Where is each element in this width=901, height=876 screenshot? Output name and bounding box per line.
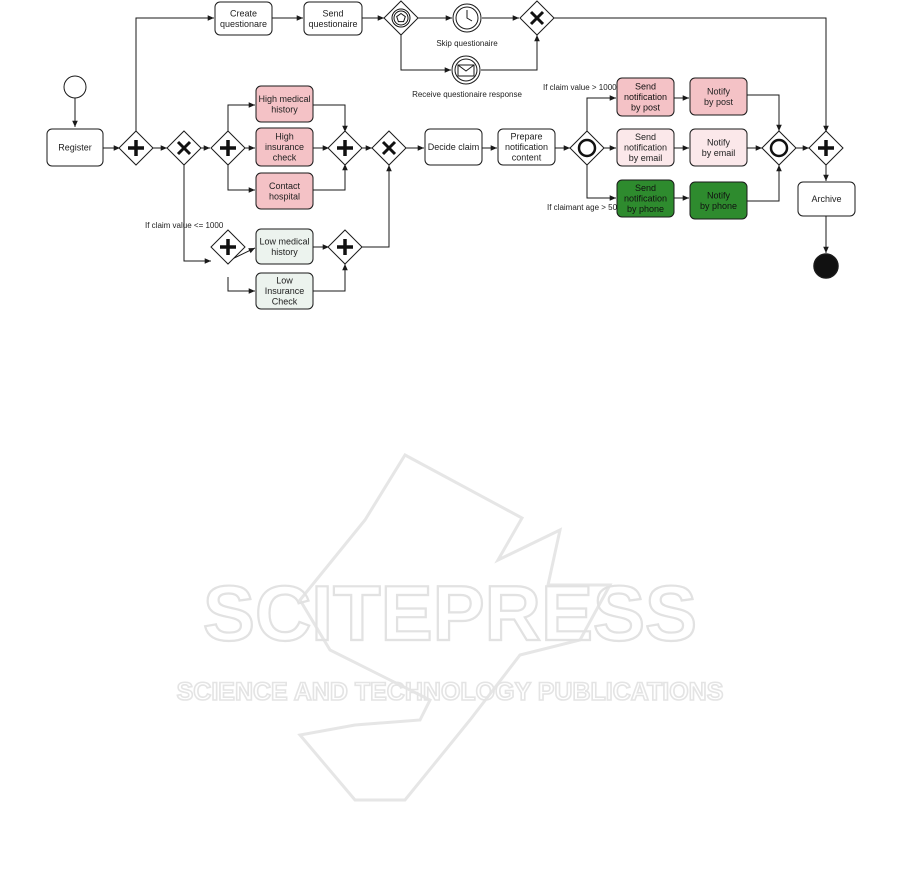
task-label: Low medical xyxy=(259,236,309,246)
task-label: by email xyxy=(629,153,663,163)
gateway-xor-merge xyxy=(371,130,407,166)
flow-low-insurance-join xyxy=(313,264,348,292)
message-event xyxy=(451,55,481,85)
label-claimant-age: If claimant age > 50 xyxy=(547,203,618,212)
task-label: insurance xyxy=(265,142,304,152)
tasks: CreatequestionareSendquestionaireRegiste… xyxy=(46,1,856,310)
task-label: by phone xyxy=(627,204,664,214)
gateway-xor-questionnaire-merge xyxy=(519,0,555,36)
gateway-and-join-archive xyxy=(808,130,844,166)
task-label: Send xyxy=(635,183,656,193)
task-label: Create xyxy=(230,8,257,18)
label-claim-high: If claim value > 1000 xyxy=(543,83,617,92)
flow-lowjoin-xor xyxy=(362,165,392,248)
task-label: Notify xyxy=(707,190,731,200)
task-label: High medical xyxy=(258,94,310,104)
task-label: notification xyxy=(624,194,667,204)
gateway-or-join-notification xyxy=(761,130,797,166)
gateway-xor-claim-value xyxy=(166,130,202,166)
flow-to-high-medical xyxy=(227,102,255,132)
flow-xor-archive-join xyxy=(553,17,829,132)
label-receive-response: Receive questionaire response xyxy=(412,90,522,99)
task-label: Decide claim xyxy=(428,142,480,152)
flow-fork-create xyxy=(135,15,214,132)
task-label: check xyxy=(273,153,297,163)
task-archive: Archive xyxy=(797,181,856,217)
task-label: content xyxy=(512,153,542,163)
timer-event xyxy=(452,3,482,33)
task-decide-claim: Decide claim xyxy=(424,128,483,166)
flow-xor-lowfork xyxy=(183,165,211,264)
watermark-subtitle: SCIENCE AND TECHNOLOGY PUBLICATIONS xyxy=(177,678,724,706)
task-label: questionaire xyxy=(308,19,357,29)
task-label: Archive xyxy=(811,194,841,204)
task-label: Contact xyxy=(269,181,301,191)
watermark-title: SCITEPRESS xyxy=(203,569,697,657)
gateway-and-join-low xyxy=(327,229,363,265)
task-label: Send xyxy=(635,82,656,92)
label-skip-questionnaire: Skip questionaire xyxy=(436,39,498,48)
flow-or-post xyxy=(586,95,616,132)
task-label: Insurance xyxy=(265,286,305,296)
flow-notify-post-join xyxy=(747,94,782,131)
start-event xyxy=(63,75,87,99)
task-label: Check xyxy=(272,297,298,307)
task-label: notification xyxy=(624,143,667,153)
task-register: Register xyxy=(46,128,104,167)
gateway-or-split-notification xyxy=(569,130,605,166)
flow-to-low-insurance xyxy=(227,277,255,294)
task-label: by email xyxy=(702,148,736,158)
flow-eventgw-message xyxy=(400,34,451,73)
task-label: Low xyxy=(276,276,293,286)
gateway-and-split-main xyxy=(118,130,154,166)
task-label: Notify xyxy=(707,137,731,147)
gateway-and-split-low xyxy=(210,229,246,265)
gateway-event-based xyxy=(383,0,419,36)
task-label: hospital xyxy=(269,191,300,201)
task-label: by phone xyxy=(700,201,737,211)
task-label: Notify xyxy=(707,86,731,96)
task-label: questionare xyxy=(220,19,267,29)
task-label: history xyxy=(271,104,298,114)
flow-or-phone xyxy=(586,164,616,201)
gateways xyxy=(118,0,844,265)
gateway-and-split-high xyxy=(210,130,246,166)
task-label: Prepare xyxy=(510,132,542,142)
gateway-and-join-high xyxy=(327,130,363,166)
watermark-logo-shape xyxy=(297,453,613,802)
flow-to-contact-hospital xyxy=(227,164,255,193)
flow-contact-hospital-join xyxy=(313,164,348,191)
task-label: Send xyxy=(322,8,343,18)
flow-message-xor xyxy=(481,35,540,71)
task-label: notification xyxy=(505,142,548,152)
end-event xyxy=(813,253,839,279)
task-label: Register xyxy=(58,143,92,153)
label-claim-low: If claim value <= 1000 xyxy=(145,221,224,230)
sequence-flows xyxy=(72,15,829,294)
flow-notify-phone-join xyxy=(747,165,782,202)
watermark: SCITEPRESS SCIENCE AND TECHNOLOGY PUBLIC… xyxy=(176,453,724,802)
task-label: Send xyxy=(635,132,656,142)
task-label: High xyxy=(275,132,294,142)
task-label: notification xyxy=(624,92,667,102)
flow-high-medical-join xyxy=(313,104,348,132)
task-label: by post xyxy=(631,103,661,113)
task-label: by post xyxy=(704,97,734,107)
task-label: history xyxy=(271,247,298,257)
